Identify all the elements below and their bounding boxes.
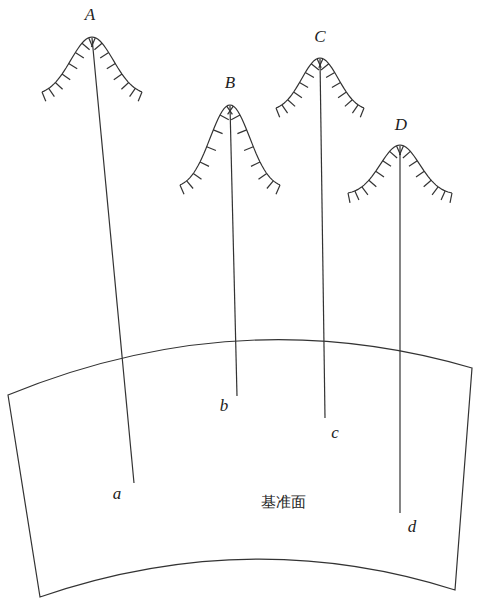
hachure-tick: [338, 92, 346, 98]
hachure-tick: [348, 193, 350, 203]
hachure-tick: [42, 92, 46, 101]
hachure-tick: [311, 64, 319, 70]
ridge-line: [348, 145, 452, 193]
hachure-tick: [91, 38, 95, 47]
hachure-tick: [383, 161, 391, 167]
band-label: 基准面: [261, 495, 306, 510]
plumb-line: [230, 106, 237, 396]
hachure-tick: [213, 130, 222, 134]
hachure-tick: [288, 100, 295, 107]
ridge-line: [180, 105, 280, 185]
hachure-tick: [321, 64, 329, 70]
band-outline: [6, 296, 478, 599]
hachure-tick: [200, 162, 209, 166]
hachure-tick: [231, 115, 240, 120]
hachure-tick: [450, 193, 452, 203]
hachure-tick: [75, 53, 84, 58]
hachure-tick: [130, 88, 136, 96]
hachure-tick: [180, 185, 184, 194]
hachure-tick: [355, 191, 359, 200]
hachure-tick: [360, 108, 364, 117]
hachure-tick: [326, 73, 335, 78]
hachure-tick: [187, 181, 193, 189]
plumb-line: [92, 38, 134, 483]
hachure-tick: [345, 100, 352, 107]
hachure-tick: [237, 130, 246, 134]
hachure-tick: [300, 83, 309, 88]
hachure-tick: [400, 146, 404, 155]
hachure-tick: [138, 92, 142, 101]
peak-label: C: [314, 28, 325, 45]
hachure-tick: [114, 74, 122, 80]
datum-band: 基准面: [6, 296, 478, 599]
point-label: a: [113, 485, 122, 502]
hachure-tick: [94, 43, 102, 50]
hachure-tick: [294, 92, 302, 98]
plumb-line: [399, 146, 400, 513]
hachure-tick: [121, 83, 128, 90]
point-label: c: [331, 424, 339, 441]
point-label: b: [220, 397, 229, 414]
hachure-tick: [259, 173, 267, 179]
hachure-tick: [207, 147, 216, 151]
hachure-tick: [82, 43, 90, 50]
hachure-tick: [416, 171, 424, 177]
hachure-tick: [305, 73, 314, 78]
hachure-tick: [376, 171, 384, 177]
peak-label: D: [395, 116, 407, 133]
hachure-tick: [332, 83, 341, 88]
hachure-tick: [409, 161, 417, 167]
hachure-tick: [251, 162, 260, 166]
hachure-tick: [441, 191, 445, 200]
hachure-tick: [319, 59, 323, 68]
hachure-tick: [352, 105, 358, 113]
hachure-tick: [403, 151, 411, 158]
hachure-tick: [107, 64, 116, 69]
hachure-tick: [424, 180, 432, 187]
hachure-tick: [267, 181, 273, 189]
point-label: d: [408, 518, 417, 535]
hachure-tick: [390, 151, 398, 158]
hachure-tick: [244, 147, 253, 151]
hachure-tick: [55, 83, 62, 90]
hachure-tick: [362, 187, 368, 195]
hachure-tick: [62, 74, 70, 80]
hachure-tick: [227, 106, 233, 114]
ridge-line: [42, 37, 142, 92]
plumb-line: [320, 59, 325, 418]
hachure-tick: [100, 53, 109, 58]
hachure-tick: [276, 108, 280, 117]
hachure-tick: [276, 185, 280, 194]
peak-label: A: [85, 6, 95, 23]
ridge-line: [276, 58, 364, 108]
hachure-tick: [282, 105, 288, 113]
hachure-tick: [228, 106, 234, 114]
hachure-tick: [69, 64, 78, 69]
peak-label: B: [225, 74, 235, 91]
hachure-tick: [220, 115, 229, 120]
hachure-tick: [432, 187, 438, 195]
hachure-tick: [193, 173, 201, 179]
hachure-tick: [369, 180, 377, 187]
hachure-tick: [49, 88, 55, 96]
